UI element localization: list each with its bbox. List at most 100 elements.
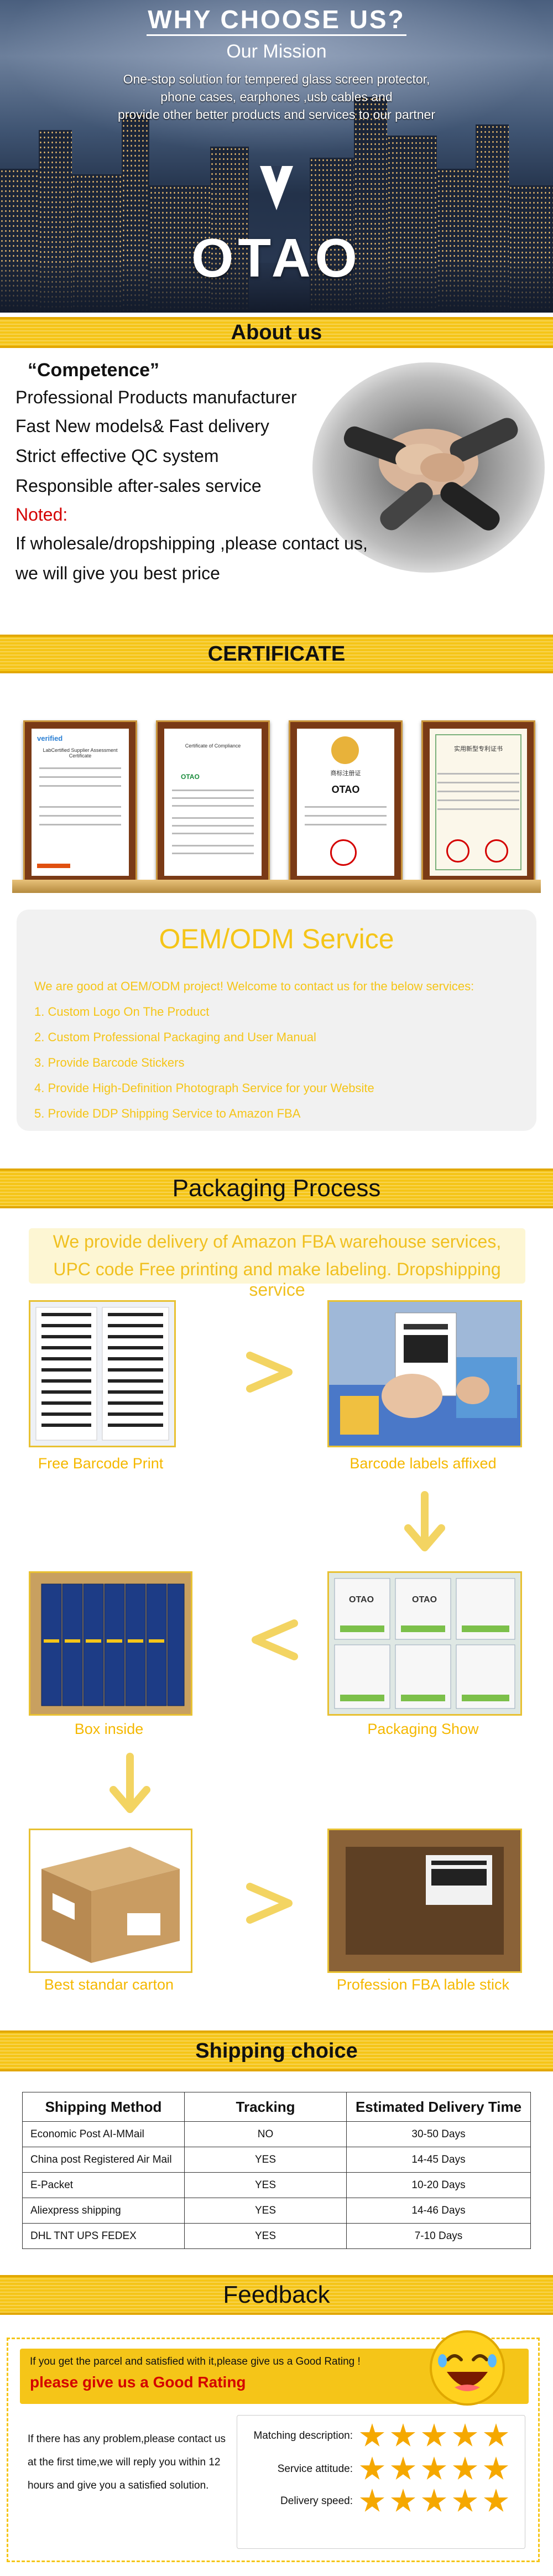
- mission-line: provide other better products and servic…: [117, 107, 436, 122]
- arrow-right-icon: [246, 1352, 293, 1393]
- certificate-frame: 实用新型专利证书: [421, 720, 535, 884]
- step-caption: Profession FBA lable stick: [336, 1976, 510, 1993]
- rating-box: [237, 2415, 525, 2549]
- table-cell: DHL TNT UPS FEDEX: [22, 2223, 185, 2249]
- certificate-stripe: [37, 864, 70, 868]
- feedback-banner-label: Feedback: [223, 2281, 330, 2308]
- rating-label: Matching description:: [253, 2430, 353, 2442]
- packaging-note-box: [29, 1228, 525, 1284]
- table-row: Economic Post AI-MMail NO 30-50 Days: [22, 2121, 531, 2147]
- feedback-body-line: at the first time,we will reply you with…: [28, 2456, 221, 2468]
- shipping-banner-label: Shipping choice: [195, 2039, 358, 2063]
- certificate-frame: 商标注册证 OTAO: [289, 720, 403, 884]
- step-caption: Best standar carton: [44, 1976, 174, 1993]
- about-point: Fast New models& Fast delivery: [15, 416, 269, 436]
- packaging-banner-label: Packaging Process: [172, 1175, 381, 1202]
- box-label: OTAO: [349, 1595, 374, 1604]
- table-row: Aliexpress shipping YES 14-46 Days: [22, 2198, 531, 2224]
- table-cell: YES: [184, 2223, 347, 2249]
- barcode-affixed-photo: [327, 1300, 522, 1447]
- table-cell: 7-10 Days: [346, 2223, 531, 2249]
- about-heading: “Competence”: [28, 360, 160, 381]
- column-header: Estimated Delivery Time: [346, 2092, 531, 2122]
- table-cell: NO: [184, 2121, 347, 2147]
- oem-item: 5. Provide DDP Shipping Service to Amazo…: [34, 1107, 301, 1120]
- noted-line: we will give you best price: [15, 563, 220, 583]
- table-cell: 30-50 Days: [346, 2121, 531, 2147]
- mission-line: phone cases, earphones ,usb cables and: [160, 90, 393, 104]
- step-caption: Barcode labels affixed: [349, 1455, 497, 1472]
- certificate-header: OTAO: [181, 773, 200, 781]
- table-cell: 14-45 Days: [346, 2147, 531, 2173]
- noted-line: If wholesale/dropshipping ,please contac…: [15, 533, 368, 553]
- mission-line: One-stop solution for tempered glass scr…: [123, 72, 430, 86]
- about-banner: About us: [0, 317, 553, 348]
- certificate-header: verified: [37, 734, 63, 742]
- column-header: Shipping Method: [22, 2092, 185, 2122]
- packaging-note-line: UPC code Free printing and make labeling…: [53, 1259, 501, 1300]
- oem-panel: [17, 910, 536, 1131]
- feedback-body-line: If there has any problem,please contact …: [28, 2433, 226, 2445]
- about-point: Strict effective QC system: [15, 446, 219, 466]
- oem-item: 2. Custom Professional Packaging and Use…: [34, 1030, 316, 1044]
- table-cell: 10-20 Days: [346, 2172, 531, 2198]
- team-hands-photo: [312, 362, 545, 573]
- certificate-title: LabCertified Supplier Assessment Certifi…: [43, 747, 118, 759]
- packaging-note-line: We provide delivery of Amazon FBA wareho…: [53, 1232, 502, 1251]
- rating-label: Service attitude:: [277, 2463, 353, 2475]
- oem-title: OEM/ODM Service: [159, 923, 394, 954]
- oem-intro: We are good at OEM/ODM project! Welcome …: [34, 979, 474, 993]
- box-inside-photo: [29, 1571, 192, 1716]
- oem-item: 4. Provide High-Definition Photograph Se…: [34, 1081, 374, 1095]
- fba-label-photo: [327, 1829, 522, 1973]
- certificate-title: 商标注册证: [330, 770, 361, 777]
- certificate-title: Certificate of Compliance: [185, 743, 241, 749]
- column-header: Tracking: [184, 2092, 347, 2122]
- oem-item: 1. Custom Logo On The Product: [34, 1005, 210, 1019]
- table-cell: Aliexpress shipping: [22, 2198, 185, 2224]
- hero-ground: [0, 263, 553, 313]
- table-cell: YES: [184, 2198, 347, 2224]
- certificate-shelf: [12, 880, 541, 893]
- table-cell: YES: [184, 2147, 347, 2173]
- certificate-frame: verified LabCertified Supplier Assessmen…: [23, 720, 137, 884]
- step-caption: Packaging Show: [367, 1721, 479, 1737]
- certificate-banner-label: CERTIFICATE: [207, 642, 346, 666]
- stamp-icon: [446, 839, 469, 863]
- shipping-table: Shipping Method Tracking Estimated Deliv…: [22, 2092, 531, 2249]
- step-caption: Free Barcode Print: [38, 1455, 164, 1472]
- noted-label: Noted:: [15, 505, 68, 524]
- carton-photo: [29, 1829, 192, 1973]
- step-caption: Box inside: [74, 1721, 144, 1737]
- table-cell: Economic Post AI-MMail: [22, 2121, 185, 2147]
- stamp-icon: [330, 839, 357, 866]
- rating-label: Delivery speed:: [280, 2495, 353, 2507]
- table-cell: E-Packet: [22, 2172, 185, 2198]
- brand-logo: OTAO: [191, 227, 362, 288]
- about-banner-label: About us: [231, 321, 322, 344]
- laughing-emoji-icon: [430, 2330, 505, 2406]
- arrow-left-icon: [252, 1619, 298, 1660]
- table-cell: 14-46 Days: [346, 2198, 531, 2224]
- feedback-head-highlight: please give us a Good Rating: [30, 2374, 246, 2391]
- arrow-right-icon: [246, 1883, 293, 1924]
- table-cell: YES: [184, 2172, 347, 2198]
- certificate-title: 实用新型专利证书: [454, 746, 503, 752]
- hero-title: WHY CHOOSE US?: [148, 5, 405, 34]
- barcode-print-photo: [29, 1300, 176, 1447]
- table-row: China post Registered Air Mail YES 14-45…: [22, 2147, 531, 2173]
- title-underline: [147, 34, 406, 36]
- packaging-show-photo: OTAO OTAO: [327, 1571, 522, 1716]
- certificate-frame: Certificate of Compliance OTAO: [156, 720, 270, 884]
- hero-banner: [0, 0, 553, 313]
- stamp-icon: [485, 839, 508, 863]
- feedback-banner: Feedback: [0, 2275, 553, 2315]
- feedback-head-line: If you get the parcel and satisfied with…: [30, 2356, 361, 2367]
- about-point: Professional Products manufacturer: [15, 387, 297, 407]
- arrow-down-icon: [109, 1753, 150, 1813]
- table-row: DHL TNT UPS FEDEX YES 7-10 Days: [22, 2223, 531, 2249]
- table-header-row: Shipping Method Tracking Estimated Deliv…: [22, 2092, 531, 2122]
- box-label: OTAO: [412, 1595, 437, 1604]
- seal-icon: [331, 736, 359, 764]
- oem-item: 3. Provide Barcode Stickers: [34, 1056, 185, 1069]
